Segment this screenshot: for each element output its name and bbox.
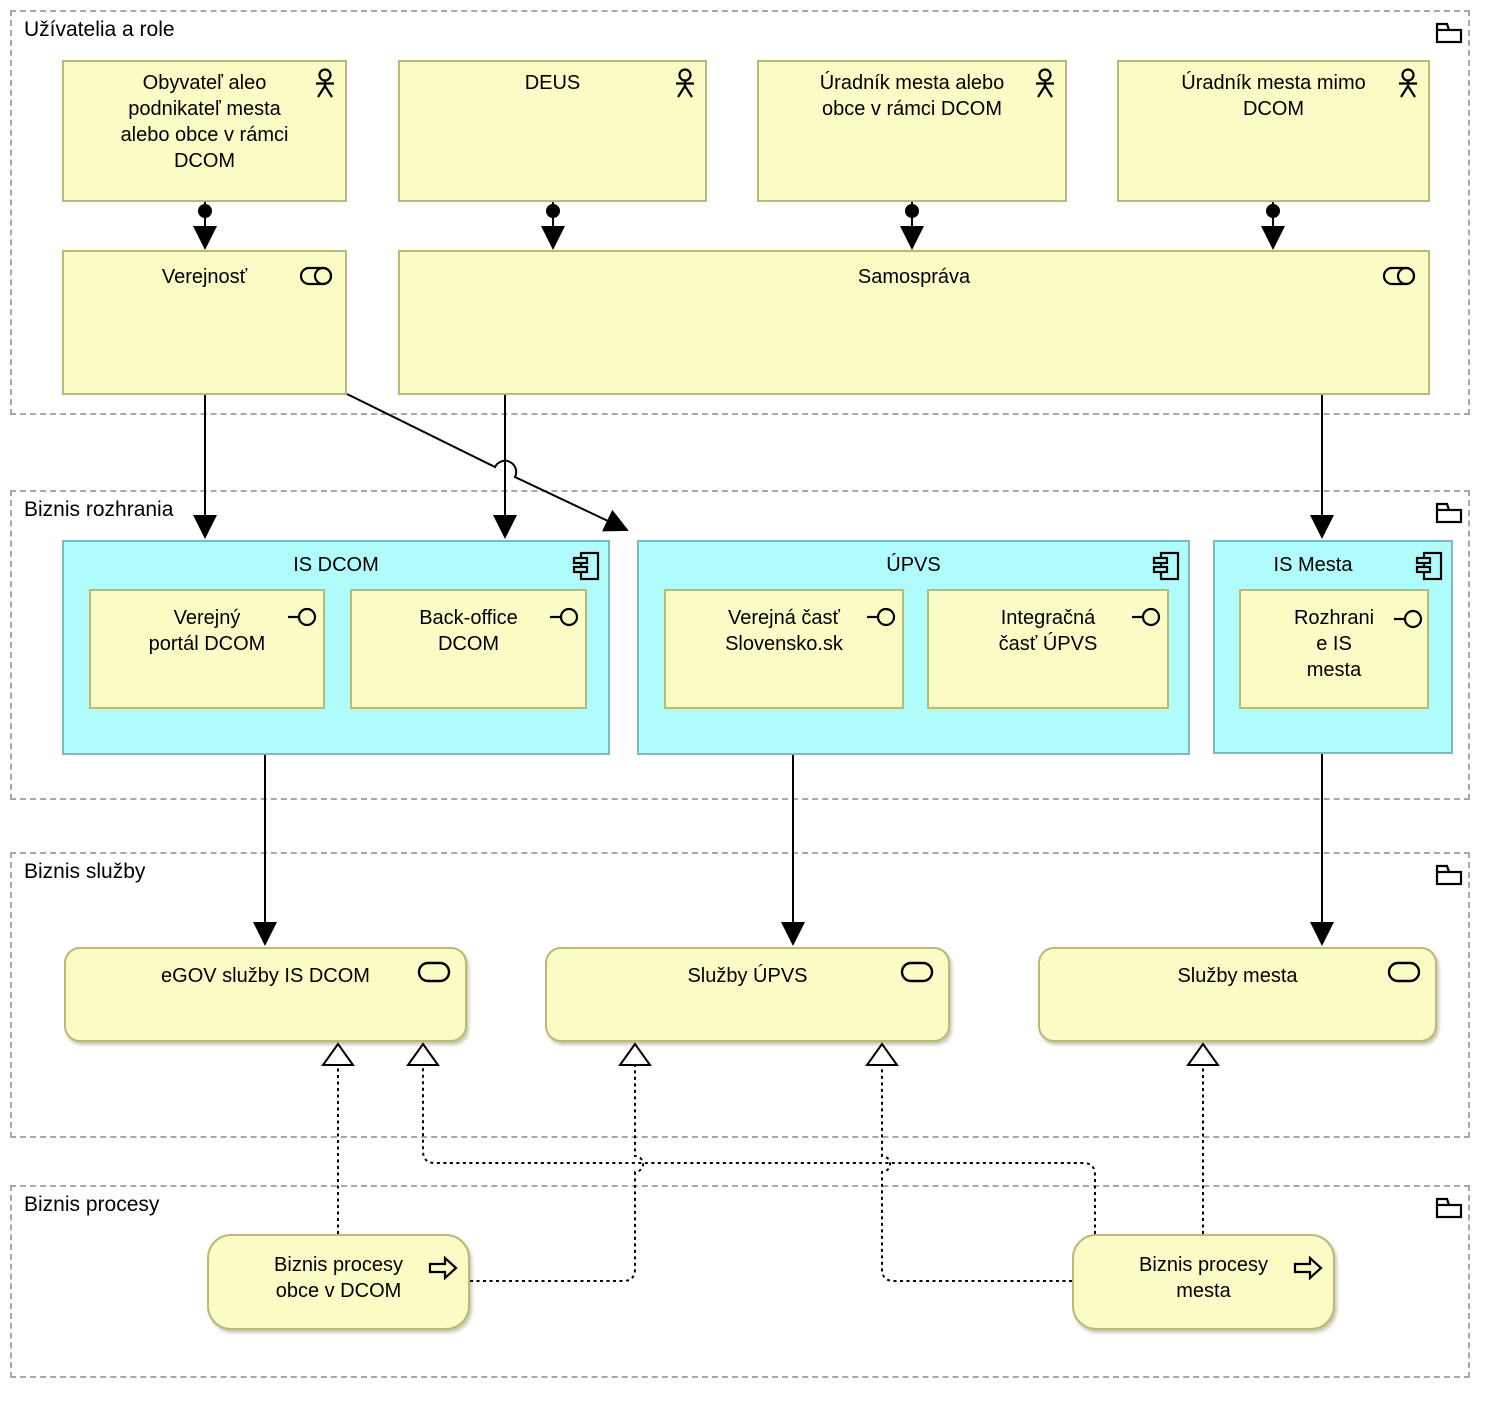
process-icon [428,1256,458,1280]
folder-icon [1435,864,1463,886]
actor-obyvatel-label: Obyvateľ aleo podnikateľ mesta alebo obc… [120,72,289,172]
actor-icon [316,68,334,98]
component-icon [1415,551,1443,581]
interface-rozhranie-is-mesta[interactable]: Rozhrani e IS mesta [1239,589,1429,709]
service-icon [417,961,451,983]
component-upvs[interactable]: ÚPVS Verejná časť Slovensko.sk Integračn… [637,540,1190,755]
service-mesta-label: Služby mesta [1177,965,1298,987]
actor-uradnik-mimo-dcom[interactable]: Úradník mesta mimo DCOM [1117,60,1430,202]
service-egov-label: eGOV služby IS DCOM [161,965,370,987]
group-users-roles-title: Užívatelia a role [24,18,175,41]
process-icon [1293,1256,1323,1280]
group-biznis-sluzby-title: Biznis služby [24,860,146,883]
interface-integracna-cast-upvs[interactable]: Integračná časť ÚPVS [927,589,1169,709]
interface-back-office-label: Back-office DCOM [419,607,518,655]
group-biznis-rozhrania-title: Biznis rozhrania [24,498,174,521]
component-icon [572,551,600,581]
actor-uradnik-v-ramci-dcom[interactable]: Úradník mesta alebo obce v rámci DCOM [757,60,1067,202]
interface-verejny-portal-label: Verejný portál DCOM [148,607,266,655]
actor-icon [676,68,694,98]
actor-icon [1399,68,1417,98]
service-upvs-label: Služby ÚPVS [687,965,808,987]
service-icon [1387,961,1421,983]
component-is-dcom-label: IS DCOM [293,554,379,576]
process-biznis-procesy-obce[interactable]: Biznis procesy obce v DCOM [207,1234,470,1330]
actor-obyvatel-podnikatel[interactable]: Obyvateľ aleo podnikateľ mesta alebo obc… [62,60,347,202]
role-icon [299,266,333,286]
group-biznis-rozhrania: Biznis rozhrania [10,490,1470,800]
actor-uradnik-v-ramci-label: Úradník mesta alebo obce v rámci DCOM [819,72,1005,120]
actor-uradnik-mimo-label: Úradník mesta mimo DCOM [1181,72,1366,120]
interface-verejny-portal-dcom[interactable]: Verejný portál DCOM [89,589,325,709]
process-mesta-label: Biznis procesy mesta [1139,1254,1268,1302]
interface-icon [550,607,579,627]
actor-deus-label: DEUS [524,72,581,94]
group-users-roles: Užívatelia a role [10,10,1470,415]
component-is-mesta-label: IS Mesta [1273,554,1353,576]
role-verejnost[interactable]: Verejnosť [62,250,347,395]
interface-verejna-cast-slovensko[interactable]: Verejná časť Slovensko.sk [664,589,904,709]
service-sluzby-mesta[interactable]: Služby mesta [1038,947,1437,1042]
role-samosprava[interactable]: Samospráva [398,250,1430,395]
component-icon [1152,551,1180,581]
process-biznis-procesy-mesta[interactable]: Biznis procesy mesta [1072,1234,1335,1330]
group-biznis-procesy-title: Biznis procesy [24,1193,160,1216]
service-sluzby-upvs[interactable]: Služby ÚPVS [545,947,950,1042]
component-upvs-label: ÚPVS [886,554,941,576]
actor-icon [1036,68,1054,98]
interface-back-office-dcom[interactable]: Back-office DCOM [350,589,587,709]
interface-integracna-cast-label: Integračná časť ÚPVS [998,607,1098,655]
interface-verejna-cast-label: Verejná časť Slovensko.sk [725,607,843,655]
interface-rozhranie-label: Rozhrani e IS mesta [1293,607,1375,681]
interface-icon [1394,609,1423,629]
actor-deus[interactable]: DEUS [398,60,707,202]
interface-icon [1132,607,1161,627]
component-is-mesta[interactable]: IS Mesta Rozhrani e IS mesta [1213,540,1453,754]
role-samosprava-label: Samospráva [857,266,971,288]
service-egov-sluzby-is-dcom[interactable]: eGOV služby IS DCOM [64,947,467,1042]
role-verejnost-label: Verejnosť [161,266,248,288]
interface-icon [867,607,896,627]
role-icon [1382,266,1416,286]
folder-icon [1435,22,1463,44]
folder-icon [1435,502,1463,524]
folder-icon [1435,1197,1463,1219]
process-obce-label: Biznis procesy obce v DCOM [274,1254,403,1302]
service-icon [900,961,934,983]
component-is-dcom[interactable]: IS DCOM Verejný portál DCOM Back-office … [62,540,610,755]
interface-icon [288,607,317,627]
